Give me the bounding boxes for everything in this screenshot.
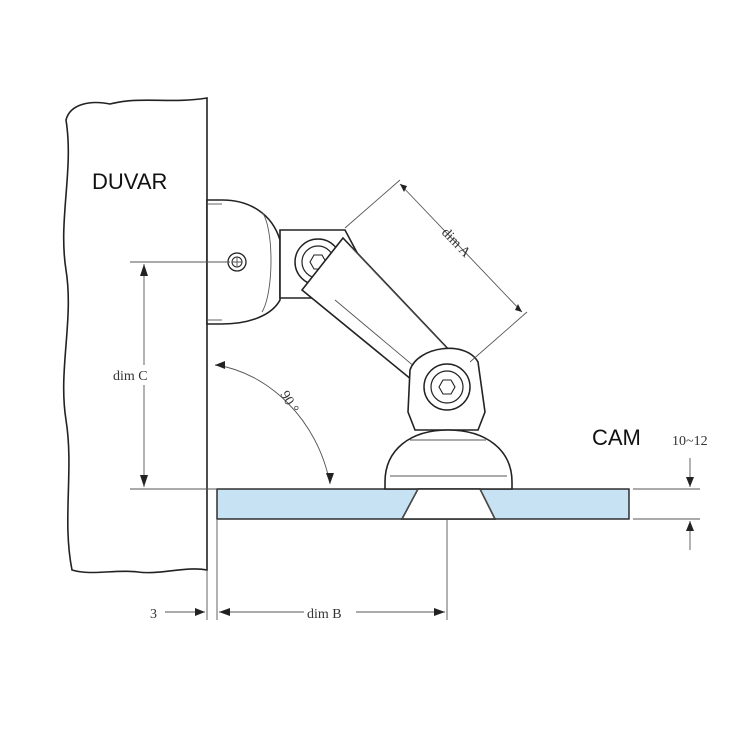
angle-label: 90 °: [277, 389, 302, 417]
wall-label: DUVAR: [92, 169, 167, 194]
dim-c-label: dim C: [113, 369, 148, 384]
wall: [62, 97, 208, 574]
wall-gap-label: 3: [150, 607, 157, 622]
dim-b-label: dim B: [307, 607, 342, 622]
glass-clamp-dome: [384, 429, 513, 490]
glass-label: CAM: [592, 425, 641, 450]
glass-thickness-label: 10~12: [672, 434, 708, 449]
